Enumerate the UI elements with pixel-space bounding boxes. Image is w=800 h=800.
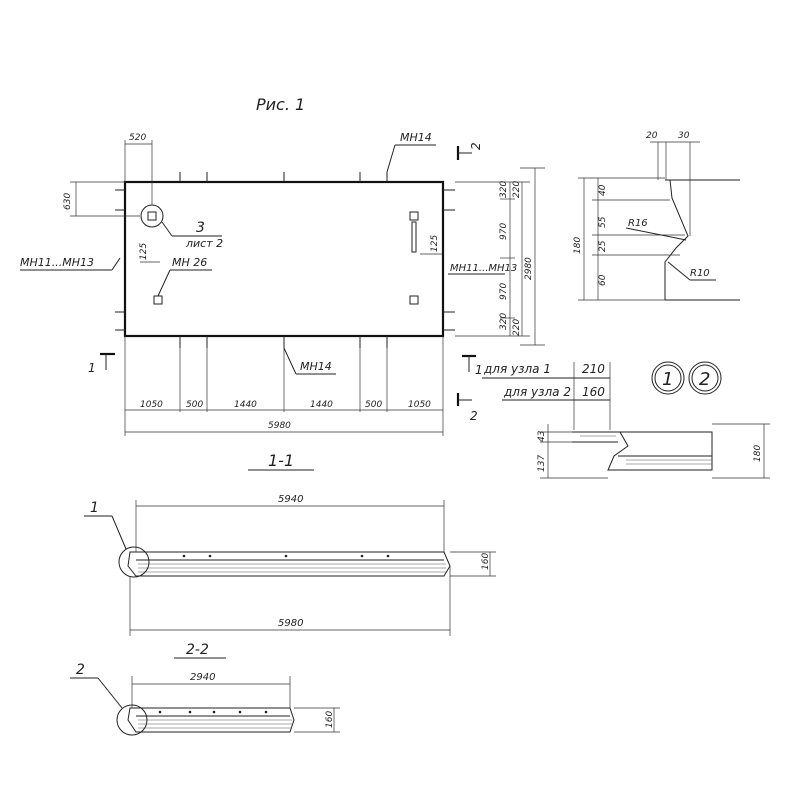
embedded-plate: [409, 295, 419, 305]
callout-circle-3: [140, 204, 164, 228]
bottom-rebar-stubs: [179, 336, 388, 348]
dim-total-width: 5980: [268, 421, 291, 431]
section-mark-1-left: 1: [88, 361, 96, 375]
section-2-2-title: 2-2: [186, 642, 209, 658]
dim-right-320-top: 320: [499, 181, 509, 198]
dim-top-20: 20: [646, 131, 658, 141]
section-1-1-callout: 1: [90, 500, 99, 516]
node-circle-1-label: 1: [662, 369, 673, 390]
node-notes: для узла 1 210 для узла 2 160 1 2: [482, 361, 722, 430]
dim-43: 43: [537, 430, 547, 442]
plan-view: 3 лист 2 МН14 МН14 МН11...МН13 МН11...МН…: [20, 131, 545, 436]
section-1-1-dim-top: 5940: [278, 494, 303, 505]
lifting-loop: [411, 221, 417, 253]
dim-right-220-top: 220: [512, 181, 522, 198]
section-2-2-callout: 2: [76, 662, 85, 678]
mark-left: МН11...МН13: [20, 256, 94, 269]
left-rebar-stubs: [115, 189, 125, 331]
node-circle-1: [651, 361, 685, 395]
mark-mh14-top: МН14: [400, 131, 432, 144]
note-node-1: для узла 1: [483, 362, 551, 376]
radius-r10: R10: [690, 268, 710, 279]
section-mark-2-bottom: 2: [470, 409, 478, 423]
section-2-2-node-circle: [116, 704, 148, 736]
section-1-1-height: 160: [481, 553, 491, 570]
dim-55: 55: [598, 216, 608, 228]
radius-r16: R16: [628, 218, 648, 229]
mark-mh14-bottom: МН14: [300, 360, 332, 373]
callout-sheet: лист 2: [185, 237, 223, 250]
dim-520: 520: [129, 133, 146, 143]
dim-right-970-a: 970: [499, 223, 509, 240]
section-1-1-node-circle: [118, 546, 150, 578]
dim-bottom-1440-a: 1440: [234, 400, 257, 410]
embedded-plate: [409, 211, 419, 221]
bottom-dimension-chain: [124, 336, 444, 436]
section-2-2-height: 160: [325, 711, 335, 728]
node-circle-2: [688, 361, 722, 395]
callout-number-3: 3: [196, 220, 205, 236]
dim-bottom-1050-a: 1050: [140, 400, 163, 410]
section-2-2-rebar-dots: [158, 710, 268, 714]
dim-125-left: 125: [139, 243, 149, 260]
section-1-1: 1-1 5940 5980 160 1: [84, 451, 496, 636]
figure-title: Рис. 1: [256, 95, 305, 114]
section-2-2-dim-top: 2940: [190, 672, 215, 683]
top-rebar-stubs: [179, 172, 388, 182]
dim-25: 25: [598, 240, 608, 252]
right-rebar-stubs: [443, 189, 455, 331]
edge-profile-detail: 20 30 40 55 25 60 180 R16 R10: [573, 131, 740, 301]
dim-right-220-bottom: 220: [512, 319, 522, 336]
dim-top-30: 30: [678, 131, 690, 141]
embedded-plate: [153, 295, 163, 305]
dim-180-mid: 180: [753, 445, 763, 462]
section-mark-1-right: 1: [475, 363, 483, 377]
dim-40: 40: [598, 184, 608, 196]
mark-right: МН11...МН13: [450, 263, 517, 274]
dim-right-970-b: 970: [499, 283, 509, 300]
mark-mh26: МН 26: [172, 256, 207, 269]
dim-right-320-bottom: 320: [499, 313, 509, 330]
note-node-2-value: 160: [582, 385, 605, 399]
section-1-1-rebar-dots: [182, 554, 390, 558]
dim-630: 630: [63, 193, 73, 210]
section-mark-2-top: 2: [469, 142, 483, 150]
section-2-2: 2-2 2940 160 2: [70, 642, 340, 736]
section-1-1-dim-bottom: 5980: [278, 618, 303, 629]
dim-total-height: 2980: [524, 257, 534, 280]
dim-bottom-500-b: 500: [365, 400, 382, 410]
dim-bottom-1440-b: 1440: [310, 400, 333, 410]
right-dimension-chain: [455, 167, 545, 346]
dim-180-right: 180: [573, 237, 583, 254]
note-node-2: для узла 2: [503, 385, 571, 399]
dim-bottom-500-a: 500: [186, 400, 203, 410]
section-1-1-title: 1-1: [268, 451, 294, 470]
note-node-1-value: 210: [582, 362, 605, 376]
dim-125-right: 125: [430, 235, 440, 252]
dim-bottom-1050-b: 1050: [408, 400, 431, 410]
embedded-plate: [147, 211, 157, 221]
node-circle-2-label: 2: [699, 369, 710, 390]
joint-profile-detail: 43 137 180: [537, 423, 770, 479]
dim-137: 137: [537, 455, 547, 472]
dim-60: 60: [598, 274, 608, 286]
